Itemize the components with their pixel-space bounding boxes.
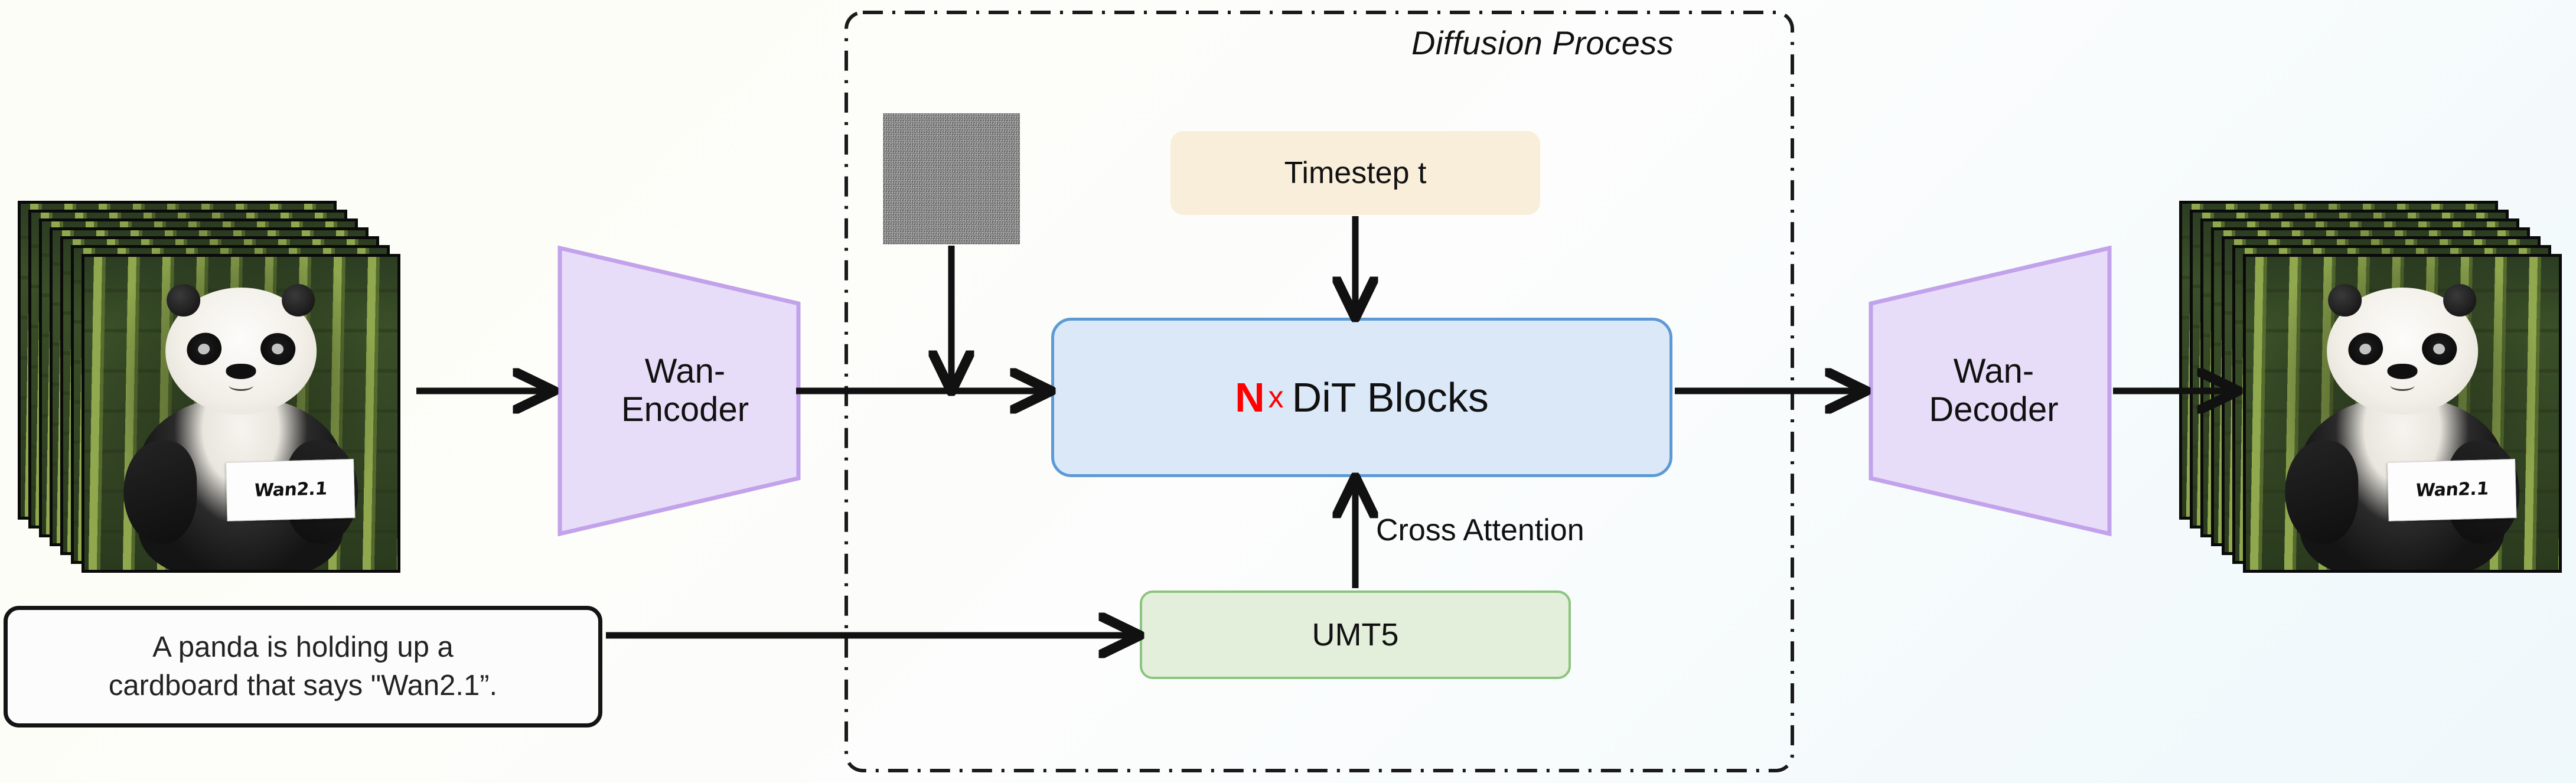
umt5-text-encoder-box[interactable]: UMT5: [1140, 590, 1571, 679]
timestep-box[interactable]: Timestep t: [1170, 131, 1540, 215]
prompt-text-box[interactable]: A panda is holding up a cardboard that s…: [4, 606, 602, 727]
panda-illustration: Wan2.1: [2280, 282, 2524, 570]
timestep-label: Timestep t: [1284, 156, 1427, 190]
panda-sign: Wan2.1: [225, 458, 356, 521]
panda-sign-text: Wan2.1: [253, 478, 328, 501]
output-video-frame-stack: Wan2.1: [2179, 201, 2569, 579]
dit-blocks-box[interactable]: N x DiT Blocks: [1051, 318, 1672, 477]
video-frame-front: Wan2.1: [81, 254, 400, 573]
dit-multiply-symbol: x: [1268, 380, 1284, 415]
input-video-frame-stack: Wan2.1: [18, 201, 407, 579]
dit-blocks-label: DiT Blocks: [1292, 374, 1489, 420]
panda-sign-text: Wan2.1: [2414, 478, 2489, 501]
panda-sign: Wan2.1: [2386, 458, 2517, 521]
wan-decoder-shape: [1869, 245, 2112, 537]
video-frame-front: Wan2.1: [2243, 254, 2562, 573]
panda-illustration: Wan2.1: [119, 282, 363, 570]
prompt-line-2: cardboard that says "Wan2.1”.: [108, 670, 498, 702]
wan-encoder-block[interactable]: Wan- Encoder: [555, 243, 803, 539]
prompt-line-1: A panda is holding up a: [152, 631, 454, 664]
cross-attention-label: Cross Attention: [1376, 513, 1584, 547]
wan-decoder-block[interactable]: Wan- Decoder: [1866, 243, 2114, 539]
umt5-label: UMT5: [1312, 617, 1399, 652]
gaussian-noise-patch: [883, 113, 1020, 244]
dit-repeat-count: N: [1235, 374, 1265, 420]
wan-encoder-shape: [557, 245, 801, 537]
diffusion-process-label: Diffusion Process: [1411, 24, 1674, 61]
